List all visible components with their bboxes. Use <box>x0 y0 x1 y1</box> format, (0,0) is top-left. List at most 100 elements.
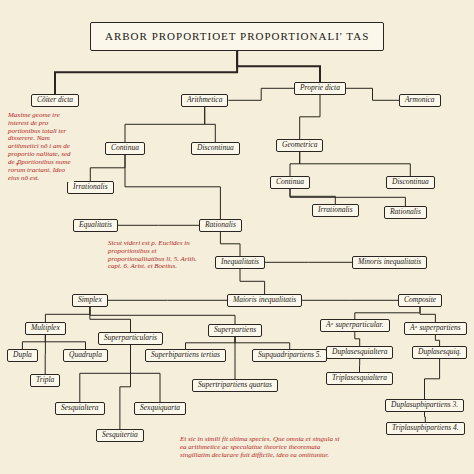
branch-line <box>90 307 235 324</box>
scroll-banner: Proprie dicta <box>294 82 346 95</box>
red-note: Maxime geome tre interest de pro portion… <box>8 112 74 182</box>
node-text: Discontinua <box>392 177 429 186</box>
scroll-banner: Sesquialtera <box>55 402 105 415</box>
scroll-banner: Superbipartiens tertias <box>145 349 226 362</box>
scroll-banner: Arithmetica <box>181 94 228 107</box>
scroll-banner: Simplex <box>72 294 108 307</box>
branch-line <box>22 335 45 349</box>
node-text: Arithmetica <box>187 95 222 104</box>
scroll-banner: Quadrupla <box>63 349 108 362</box>
branch-line <box>240 269 265 294</box>
scroll-banner: Duplasupbipartiens 3. <box>385 399 464 412</box>
node-text: Aᵃ superparticular. <box>326 320 384 329</box>
node-text: Aᵃ superpartiens <box>410 323 461 332</box>
branch-line <box>424 412 426 422</box>
scroll-banner: Continua <box>105 142 145 155</box>
scroll-banner: Irrationalis <box>67 181 114 194</box>
branch-line <box>125 155 220 219</box>
scroll-banner: Supertripartiens quartas <box>192 379 278 392</box>
scroll-banner: Composite <box>398 294 442 307</box>
branch-line <box>235 337 236 379</box>
node-text: Duplasesquiq. <box>418 347 461 356</box>
scroll-banner: Dupla <box>7 349 38 362</box>
branch-line <box>45 307 90 322</box>
scroll-banner: Aᵃ superpartiens <box>404 322 467 335</box>
node-text: Irrationalis <box>318 205 353 214</box>
scroll-banner: Discontinua <box>191 142 240 155</box>
branch-line <box>220 232 240 256</box>
node-text: Composite <box>404 295 436 304</box>
branch-line <box>420 307 435 322</box>
node-text: Triplasupbipartiens 4. <box>392 423 459 432</box>
node-text: Continua <box>111 143 139 152</box>
branch-line <box>346 88 399 100</box>
node-text: Tripla <box>36 375 54 384</box>
node-text: Multiplex <box>31 323 60 332</box>
red-note: Sicut videri est p. Euclides in proporti… <box>108 240 203 271</box>
scroll-banner: Duplasesquialtera <box>326 346 393 359</box>
branch-line <box>302 300 398 301</box>
node-text: Quadrupla <box>69 350 102 359</box>
scroll-banner: Duplasesquiq. <box>412 346 467 359</box>
node-text: Supertripartiens quartas <box>198 380 272 389</box>
scroll-banner: Geometrica <box>276 139 323 152</box>
branch-line <box>186 337 236 349</box>
node-text: Superparticularis <box>104 333 157 342</box>
branch-line <box>265 262 352 263</box>
branch-line <box>235 337 290 349</box>
node-text: Irrationalis <box>73 182 108 191</box>
scroll-banner: Supquadripartiens 5. <box>252 349 327 362</box>
node-text: Simplex <box>78 295 102 304</box>
node-text: Geometrica <box>282 140 317 149</box>
scroll-banner: Equalitatis <box>73 219 118 232</box>
node-text: Maioris inequalitatis <box>233 295 296 304</box>
node-text: Inequalitatis <box>221 257 259 266</box>
scroll-banner: Minoris inequalitatis <box>352 256 427 269</box>
scroll-banner: Superpartiens <box>208 324 262 337</box>
node-text: Sesquialtera <box>61 403 99 412</box>
branch-line <box>90 307 131 332</box>
branch-line <box>237 51 320 82</box>
branch-line <box>228 88 294 100</box>
node-text: Dupla <box>13 350 32 359</box>
scroll-banner: Rationalis <box>384 206 427 219</box>
node-text: Equalitatis <box>79 220 112 229</box>
scroll-banner: Tripla <box>30 374 60 387</box>
node-text: Sexquiquarta <box>140 403 180 412</box>
node-text: Rationalis <box>205 220 236 229</box>
scroll-banner: Multiplex <box>25 322 66 335</box>
branch-line <box>290 152 300 176</box>
branch-line <box>205 107 216 142</box>
node-text: Continua <box>276 177 304 186</box>
title-banner: ARBOR PROPORTIOET PROPORTIONALI' TAS <box>90 22 384 51</box>
branch-line <box>300 95 320 139</box>
scroll-banner: Sesquitertia <box>96 429 144 442</box>
scroll-banner: Rationalis <box>199 219 242 232</box>
branch-line <box>359 359 360 372</box>
node-text: Triplasesquialtera <box>332 373 387 382</box>
node-text: Duplasesquialtera <box>332 347 387 356</box>
node-text: Supquadripartiens 5. <box>258 350 321 359</box>
scroll-banner: Superparticularis <box>98 332 163 345</box>
scroll-banner: Triplasupbipartiens 4. <box>386 422 465 435</box>
node-text: Rationalis <box>390 207 421 216</box>
branch-line <box>118 225 199 226</box>
node-text: Sesquitertia <box>102 430 138 439</box>
branch-line <box>90 155 125 181</box>
branch-line <box>290 189 335 204</box>
scroll-banner: Irrationalis <box>312 204 359 217</box>
scroll-banner: Armonica <box>399 94 441 107</box>
branch-line <box>45 335 46 374</box>
branch-line <box>425 359 440 399</box>
scroll-banner: Aᵃ superparticular. <box>320 319 390 332</box>
scroll-banner: Cõiter dicta <box>31 94 79 107</box>
scroll-banner: Inequalitatis <box>215 256 265 269</box>
branch-line <box>435 335 439 346</box>
scroll-banner: Continua <box>270 176 310 189</box>
node-text: Duplasupbipartiens 3. <box>391 400 458 409</box>
branch-line <box>108 300 227 301</box>
node-text: Superbipartiens tertias <box>151 350 220 359</box>
branch-line <box>125 107 205 142</box>
scroll-banner: Discontinua <box>386 176 435 189</box>
